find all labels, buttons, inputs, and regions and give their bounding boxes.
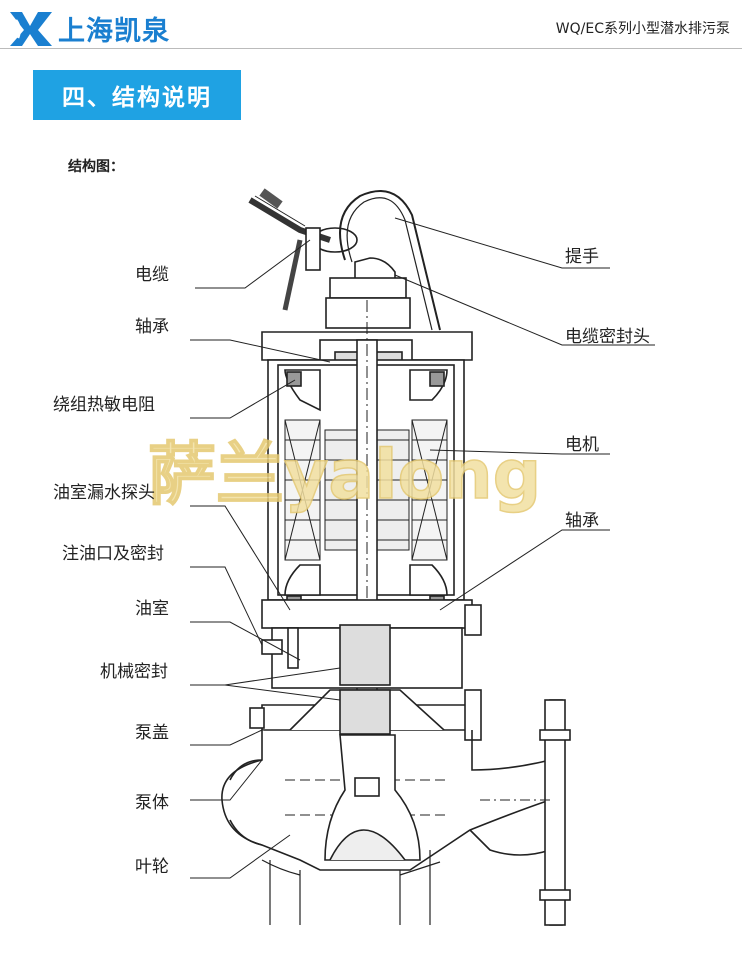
label-upper-bearing: 轴承	[135, 317, 169, 337]
label-pump-body: 泵体	[135, 793, 169, 813]
header-divider	[0, 48, 742, 49]
document-title: WQ/EC系列小型潜水排污泵	[555, 21, 730, 37]
label-oil-chamber: 油室	[135, 599, 169, 619]
label-mechanical-seal: 机械密封	[100, 662, 168, 682]
label-oil-filler-and-seal: 注油口及密封	[62, 544, 164, 564]
label-handle: 提手	[565, 247, 599, 267]
brand-name: 上海凯泉	[58, 15, 170, 47]
label-oil-leak-probe: 油室漏水探头	[53, 483, 155, 503]
section-title: 四、结构说明	[33, 70, 241, 120]
figure-caption: 结构图：	[68, 159, 124, 175]
label-cable-seal-head: 电缆密封头	[565, 327, 650, 347]
kaiquan-logo-icon	[10, 12, 52, 46]
label-cable: 电缆	[135, 265, 169, 285]
label-winding-thermistor: 绕组热敏电阻	[53, 395, 155, 415]
label-lower-bearing: 轴承	[565, 511, 599, 531]
label-motor: 电机	[565, 435, 599, 455]
label-pump-cover: 泵盖	[135, 723, 169, 743]
label-impeller: 叶轮	[135, 857, 169, 877]
watermark-text: 萨兰yalong	[148, 436, 541, 515]
brand-logo: 上海凯泉	[8, 8, 170, 48]
